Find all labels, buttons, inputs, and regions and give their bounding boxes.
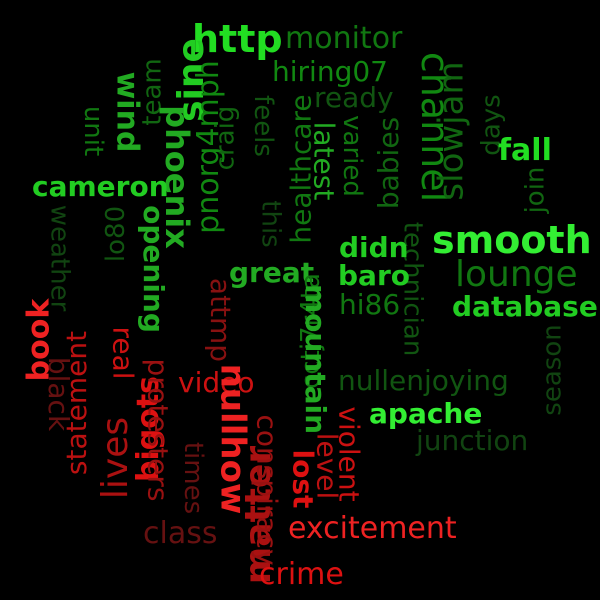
word-crime: crime: [259, 557, 344, 592]
word-nullenjoying: nullenjoying: [338, 364, 509, 397]
word-monitor: monitor: [285, 21, 403, 56]
word-babies: babies: [372, 116, 406, 210]
word-fall: fall: [498, 133, 552, 168]
word-conspiracy: conspiracy: [250, 414, 284, 566]
word-violent: violent: [332, 406, 366, 502]
word-weather: weather: [44, 204, 75, 312]
word-lounge: lounge: [455, 254, 578, 295]
word-mountain: mountain: [299, 283, 333, 435]
word-junction: junction: [416, 424, 529, 457]
word-lives: lives: [95, 416, 137, 500]
word-database: database: [452, 290, 598, 323]
word-statement: statement: [60, 330, 94, 476]
word-lo80: lo80: [101, 205, 132, 263]
word-times: times: [178, 441, 209, 515]
word-hiring07: hiring07: [272, 55, 388, 88]
word-cameron: cameron: [32, 170, 169, 203]
word-season: season: [537, 324, 568, 416]
word-join: join: [520, 166, 551, 214]
word-slowjam: slowjam: [431, 61, 472, 201]
word-excitement: excitement: [288, 511, 457, 546]
word-baro: baro: [338, 259, 410, 292]
word-wind: wind: [109, 71, 145, 153]
word-varied: varied: [336, 115, 367, 197]
word-great: great: [229, 256, 315, 289]
word-real: real: [106, 326, 140, 380]
word-hi86: hi86: [339, 288, 401, 321]
word-ready: ready: [314, 81, 394, 114]
word-http: http: [192, 17, 283, 61]
word-protesters: protesters: [141, 358, 175, 502]
word-latest: latest: [307, 121, 341, 201]
word-video: video: [178, 366, 255, 399]
word-craig: craig: [210, 105, 241, 171]
word-attmp: attmp: [204, 277, 238, 363]
word-class: class: [143, 516, 218, 551]
word-didn: didn: [339, 231, 409, 264]
word-this: this: [255, 200, 286, 248]
word-apache: apache: [369, 397, 483, 430]
word-opening: opening: [136, 205, 170, 333]
word-feels: feels: [247, 95, 278, 157]
word-unit: unit: [78, 105, 109, 157]
word-smooth: smooth: [432, 218, 592, 262]
